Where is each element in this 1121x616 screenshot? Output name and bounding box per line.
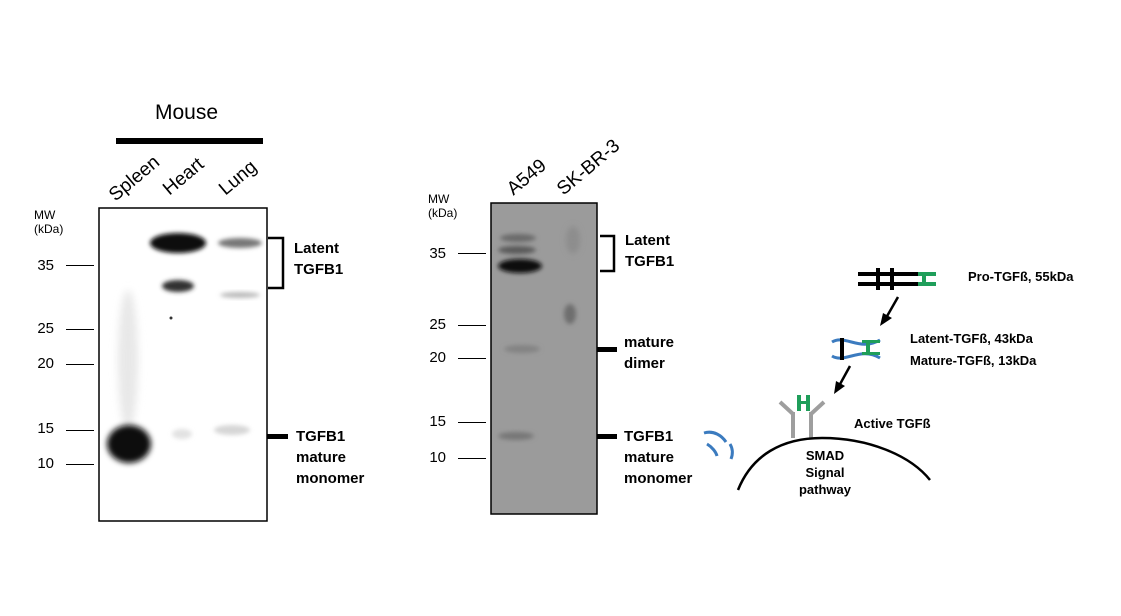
arrow-icon-1	[880, 296, 900, 326]
right-band-skbr3-faint	[566, 226, 580, 254]
active-tgfb-label: Active TGFß	[854, 416, 931, 431]
left-band-label-latent: Latent TGFB1	[294, 240, 344, 278]
right-mw-tick-line-35	[458, 253, 486, 254]
left-mw-tick-15: 15	[37, 420, 54, 437]
free-latent-fragment-icon-3	[706, 442, 719, 457]
left-band-heart-faint	[172, 429, 192, 439]
right-latent-bracket	[600, 234, 616, 273]
receptor-icon	[778, 395, 826, 438]
left-band-lung-monomer	[214, 425, 250, 435]
right-dimer-marker	[597, 347, 617, 352]
right-band-a549-monomer	[498, 432, 534, 440]
left-mw-header: MW (kDa)	[34, 208, 64, 236]
right-monomer-marker	[597, 434, 617, 439]
left-monomer-marker	[267, 434, 288, 439]
right-mw-tick-line-20	[458, 358, 486, 359]
right-mw-tick-35: 35	[429, 245, 446, 262]
right-band-label-latent: Latent TGFB1	[625, 232, 675, 270]
right-band-skbr3-smear	[564, 304, 576, 324]
left-mw-tick-20: 20	[37, 355, 54, 372]
left-group-bar	[116, 138, 263, 144]
left-mw-tick-25: 25	[37, 320, 54, 337]
left-band-lung-latent	[218, 238, 262, 248]
cell-membrane	[736, 436, 931, 491]
left-mw-tick-line-15	[66, 430, 94, 431]
right-mw-header: MW (kDa)	[428, 192, 458, 220]
left-band-spleen-monomer	[107, 425, 151, 463]
right-mw-tick-line-25	[458, 325, 486, 326]
free-latent-fragment-icon-2	[728, 443, 734, 460]
right-mw-tick-line-10	[458, 458, 486, 459]
pro-tgfb-label: Pro-TGFß, 55kDa	[968, 269, 1074, 284]
right-mw-tick-20: 20	[429, 349, 446, 366]
left-mw-tick-line-35	[66, 265, 94, 266]
right-blot	[490, 202, 598, 515]
left-blot-speck	[169, 316, 173, 320]
right-band-label-dimer: mature dimer	[624, 334, 675, 372]
left-band-lung-faint	[220, 292, 260, 298]
left-mw-tick-line-20	[66, 364, 94, 365]
left-mw-tick-10: 10	[37, 455, 54, 472]
right-band-a549-35	[498, 259, 542, 273]
left-mw-tick-line-10	[66, 464, 94, 465]
right-band-a549-latent-mid	[498, 246, 536, 254]
left-group-label: Mouse	[155, 101, 219, 124]
right-mw-tick-10: 10	[429, 449, 446, 466]
right-band-label-monomer: TGFB1 mature monomer	[624, 428, 693, 487]
right-mw-tick-15: 15	[429, 413, 446, 430]
left-band-heart-35	[162, 280, 194, 292]
left-mw-tick-line-25	[66, 329, 94, 330]
pro-tgfb-icon	[858, 268, 936, 290]
left-latent-bracket	[268, 236, 285, 290]
arrow-icon-2	[834, 365, 852, 394]
latent-tgfb-label: Latent-TGFß, 43kDa	[910, 331, 1033, 346]
right-mw-tick-line-15	[458, 422, 486, 423]
mature-tgfb-label: Mature-TGFß, 13kDa	[910, 353, 1037, 368]
left-mw-tick-35: 35	[37, 257, 54, 274]
latent-tgfb-icon	[831, 338, 881, 360]
left-blot	[98, 207, 268, 522]
right-mw-tick-25: 25	[429, 316, 446, 333]
left-band-heart-latent	[150, 233, 206, 253]
right-band-a549-latent-upper	[500, 234, 536, 242]
left-band-label-monomer: TGFB1 mature monomer	[296, 428, 365, 487]
smad-pathway-label: SMAD Signal pathway	[798, 448, 851, 497]
right-blot-frame	[490, 202, 598, 515]
free-latent-fragment-icon	[703, 430, 728, 443]
right-band-a549-dimer	[504, 345, 540, 353]
left-band-spleen-smear	[118, 290, 138, 430]
